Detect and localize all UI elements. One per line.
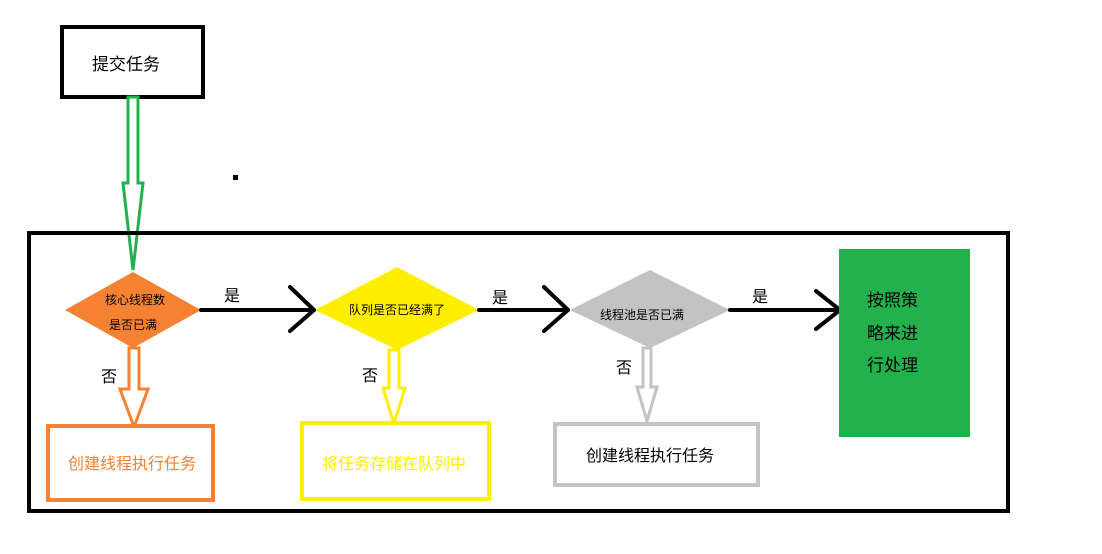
stray-dot	[233, 175, 238, 180]
yes-label-1: 是	[224, 286, 240, 305]
reject-policy-box	[839, 249, 970, 437]
yes-arrow-3	[728, 289, 842, 331]
no-arrow-pool	[634, 346, 660, 427]
no-arrow-core	[117, 346, 151, 432]
no-label-queue: 否	[362, 366, 378, 385]
reject-policy-line1: 按照策	[867, 291, 918, 311]
yes-arrow-1	[199, 285, 316, 333]
queue-decision-diamond	[315, 267, 479, 350]
core-decision-line1: 核心线程数	[105, 292, 165, 307]
reject-policy-line3: 行处理	[867, 356, 918, 376]
create-extra-thread-box	[553, 422, 760, 487]
no-label-pool: 否	[616, 358, 632, 377]
yes-label-3: 是	[752, 287, 768, 306]
no-arrow-queue	[380, 348, 408, 430]
create-core-thread-box	[46, 424, 215, 502]
enqueue-task-label: 将任务存储在队列中	[322, 454, 466, 473]
pool-decision-label: 线程池是否已满	[600, 307, 684, 322]
create-extra-thread-label: 创建线程执行任务	[586, 446, 714, 465]
pool-container	[27, 231, 1010, 513]
core-decision-line2: 是否已满	[109, 318, 157, 332]
start-label: 提交任务	[92, 55, 160, 75]
no-label-core: 否	[101, 367, 117, 386]
enqueue-task-box	[300, 421, 491, 501]
create-core-thread-label: 创建线程执行任务	[68, 454, 196, 473]
pool-decision-diamond	[570, 270, 730, 348]
core-decision-diamond	[65, 272, 201, 348]
green-hollow-arrow	[121, 95, 145, 271]
yes-label-2: 是	[492, 288, 508, 307]
yes-arrow-2	[477, 285, 570, 333]
queue-decision-label: 队列是否已经满了	[349, 302, 445, 317]
reject-policy-line2: 略来进	[867, 324, 918, 344]
